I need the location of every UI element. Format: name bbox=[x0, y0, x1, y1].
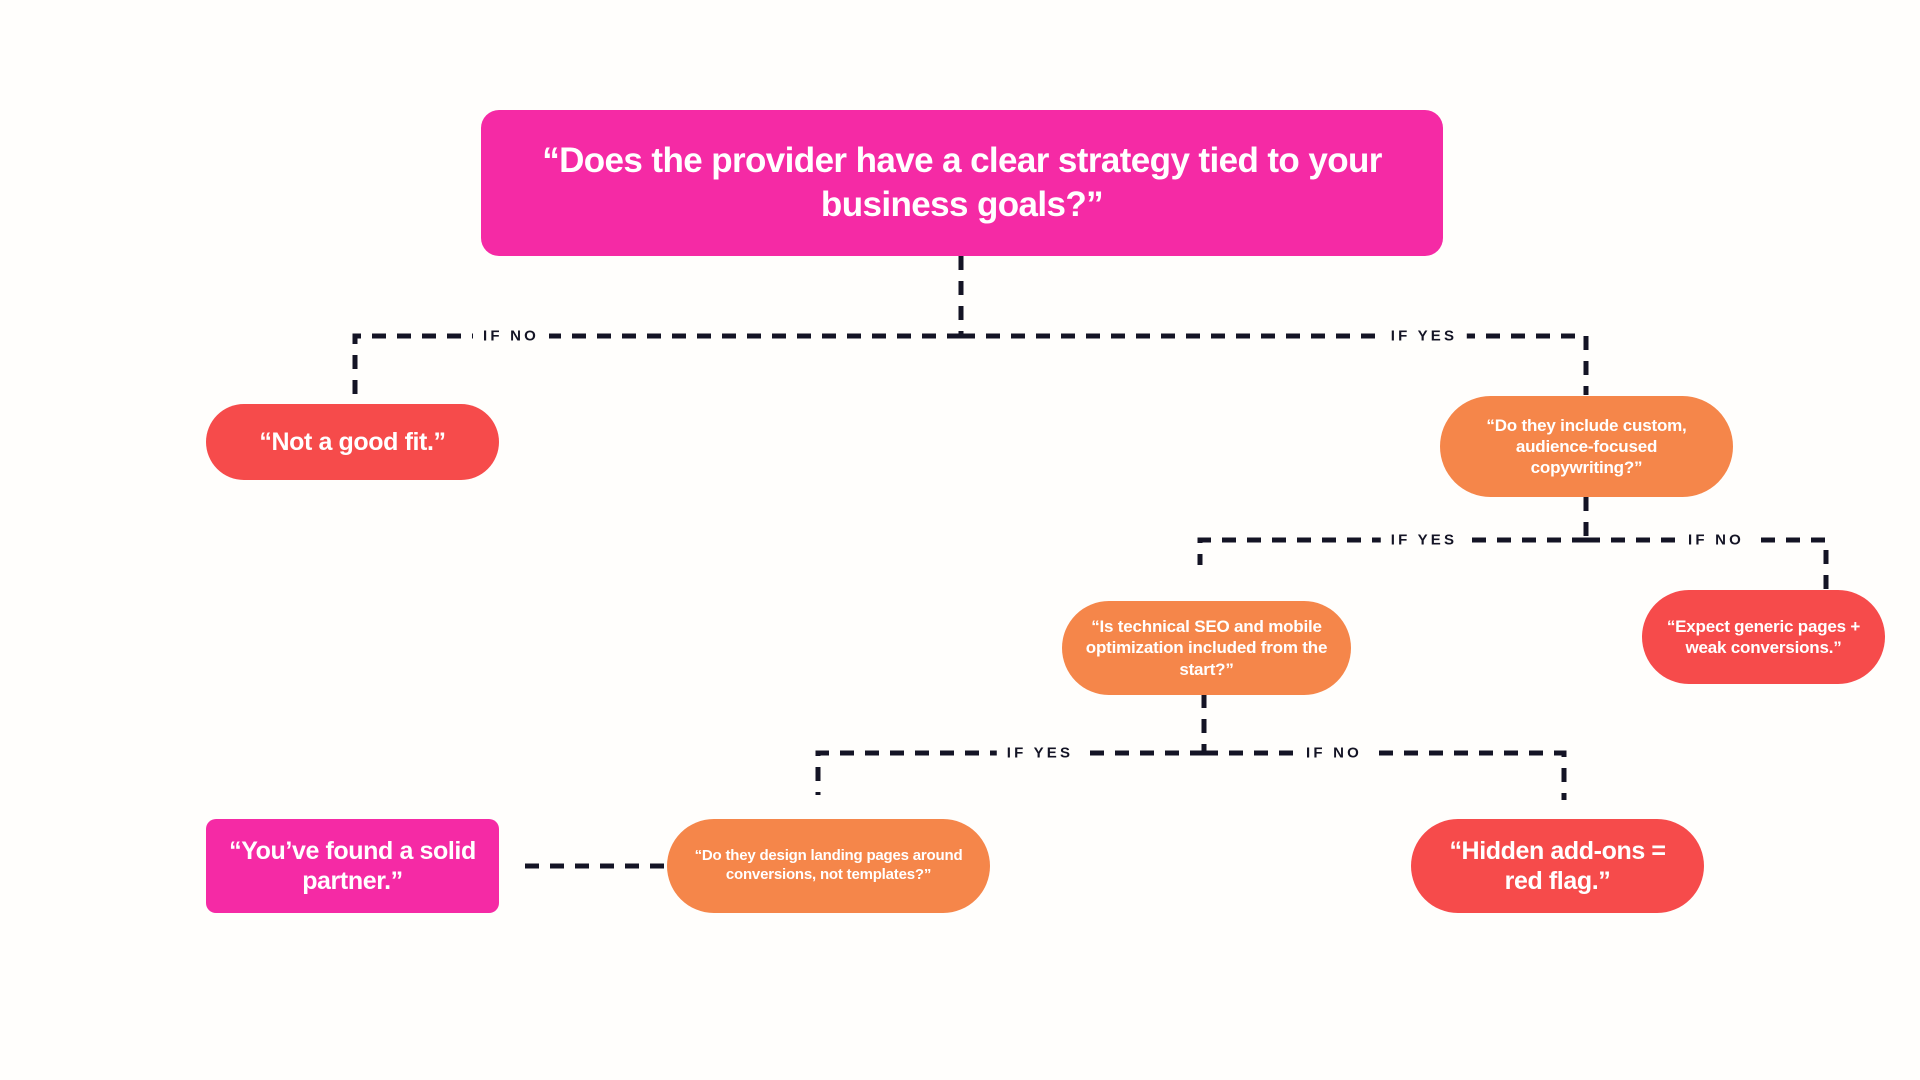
edge-root-no bbox=[352, 333, 961, 395]
node-solid-partner[interactable]: “You’ve found a solid partner.” bbox=[206, 819, 499, 913]
node-expect-generic[interactable]: “Expect generic pages + weak conversions… bbox=[1642, 590, 1885, 684]
edge-label-seo-no-text: IF NO bbox=[1306, 744, 1362, 762]
edge-root-yes bbox=[961, 333, 1589, 395]
node-hidden-addons[interactable]: “Hidden add-ons = red flag.” bbox=[1411, 819, 1704, 913]
node-solid-partner-label: “You’ve found a solid partner.” bbox=[229, 836, 476, 896]
edge-label-copy-yes-text: IF YES bbox=[1390, 531, 1458, 549]
edge-label-copy-no-text: IF NO bbox=[1688, 531, 1744, 549]
node-landing-pages-question[interactable]: “Do they design landing pages around con… bbox=[667, 819, 990, 913]
node-not-a-good-fit-label: “Not a good fit.” bbox=[259, 427, 446, 456]
edge-label-copy-no: IF NO bbox=[1678, 531, 1754, 549]
edge-label-copy-yes: IF YES bbox=[1380, 531, 1468, 549]
edge-seo-no bbox=[1204, 750, 1567, 800]
node-copywriting-question[interactable]: “Do they include custom, audience-focuse… bbox=[1440, 396, 1733, 497]
node-seo-question[interactable]: “Is technical SEO and mobile optimizatio… bbox=[1062, 601, 1351, 695]
node-root-question-label: “Does the provider have a clear strategy… bbox=[542, 140, 1382, 224]
node-hidden-addons-label: “Hidden add-ons = red flag.” bbox=[1449, 836, 1666, 896]
edge-label-seo-yes-text: IF YES bbox=[1006, 744, 1074, 762]
node-root-question[interactable]: “Does the provider have a clear strategy… bbox=[481, 110, 1443, 256]
edge-label-root-yes-text: IF YES bbox=[1390, 327, 1458, 345]
node-not-a-good-fit[interactable]: “Not a good fit.” bbox=[206, 404, 499, 480]
node-expect-generic-label: “Expect generic pages + weak conversions… bbox=[1666, 616, 1861, 657]
node-copywriting-question-label: “Do they include custom, audience-focuse… bbox=[1486, 415, 1687, 478]
edge-label-seo-no: IF NO bbox=[1296, 744, 1372, 762]
edge-label-root-no-text: IF NO bbox=[483, 327, 539, 345]
node-seo-question-label: “Is technical SEO and mobile optimizatio… bbox=[1085, 617, 1328, 679]
edge-label-root-no: IF NO bbox=[473, 327, 549, 345]
edge-label-root-yes: IF YES bbox=[1380, 327, 1468, 345]
edge-label-seo-yes: IF YES bbox=[996, 744, 1084, 762]
node-landing-pages-question-label: “Do they design landing pages around con… bbox=[694, 847, 963, 883]
